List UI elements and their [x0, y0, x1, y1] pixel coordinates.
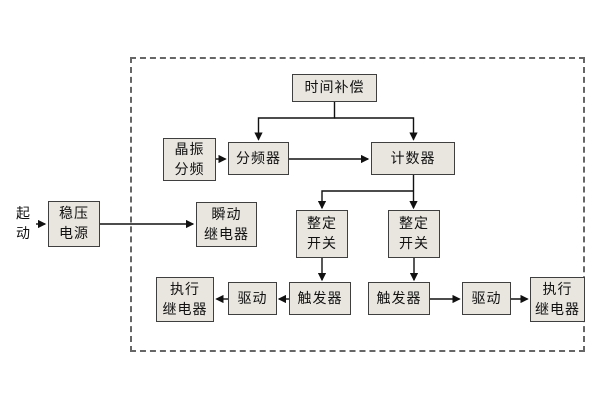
node-exec-relay-right: 执行 继电器 — [530, 277, 585, 322]
label-start: 起 动 — [16, 205, 30, 241]
node-time-compensation: 时间补偿 — [292, 74, 377, 102]
node-exec-relay-left: 执行 继电器 — [156, 277, 214, 322]
node-trigger-left: 触发器 — [289, 282, 351, 315]
node-drive-right: 驱动 — [462, 282, 511, 315]
node-crystal-frequency-division: 晶振 分频 — [163, 138, 216, 181]
node-trigger-right: 触发器 — [368, 282, 430, 315]
node-frequency-divider: 分频器 — [228, 142, 289, 175]
node-stabilized-power-supply: 稳压 电源 — [48, 201, 100, 247]
node-instantaneous-relay: 瞬动 继电器 — [196, 202, 257, 247]
node-setting-switch-right: 整定 开关 — [388, 210, 440, 258]
node-setting-switch-left: 整定 开关 — [296, 210, 348, 258]
dashed-boundary-box — [130, 57, 585, 352]
node-drive-left: 驱动 — [228, 282, 277, 315]
node-counter: 计数器 — [371, 142, 455, 175]
